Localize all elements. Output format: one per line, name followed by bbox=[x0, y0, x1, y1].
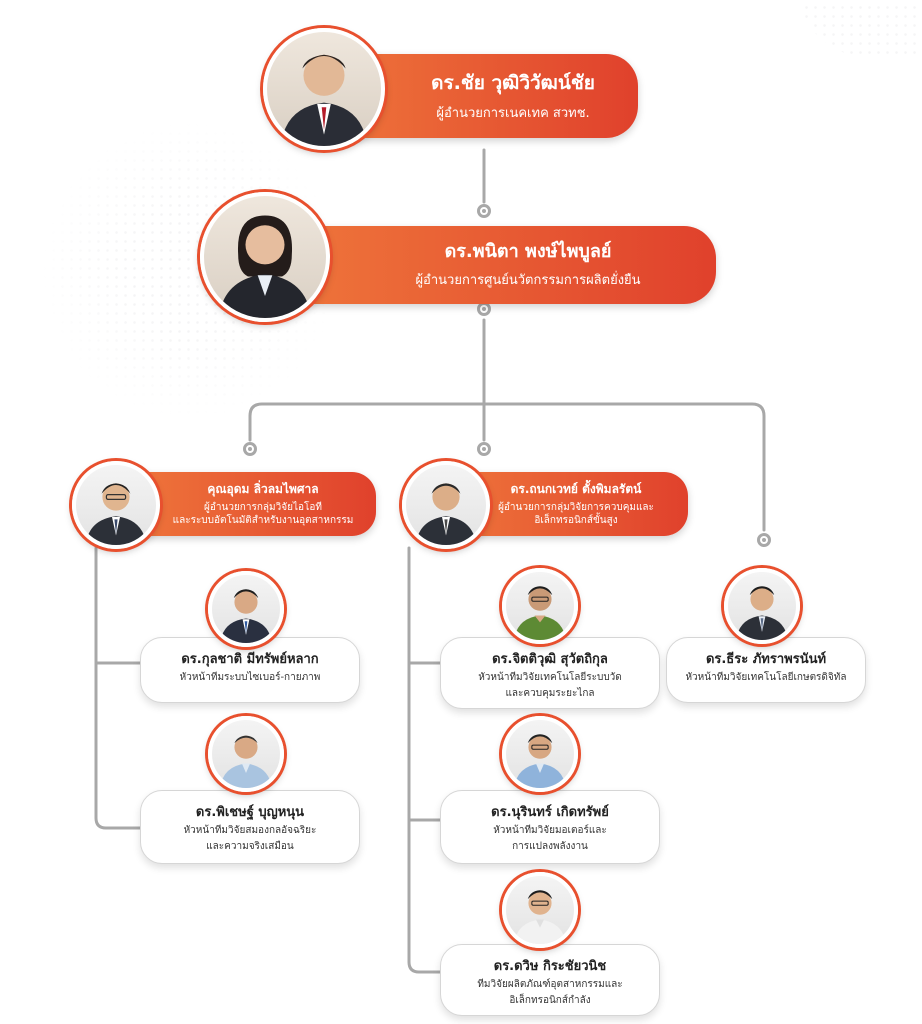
man-portrait-icon bbox=[280, 54, 368, 146]
man-portrait-icon bbox=[85, 483, 147, 545]
member-card: ดร.นุรินทร์ เกิดทรัพย์ หัวหน้าทีมวิจัยมอ… bbox=[440, 790, 660, 864]
member-card: ดร.ดวิษ กิระชัยวนิช ทีมวิจัยผลิตภัณฑ์อุต… bbox=[440, 944, 660, 1016]
member-name: ดร.ธีระ ภัทราพรนันท์ bbox=[705, 652, 827, 667]
connector-node bbox=[477, 204, 491, 218]
group2-head-position-line2: อิเล็กทรอนิกส์ขั้นสูง bbox=[534, 515, 618, 526]
member-card: ดร.จิตติวุฒิ สุวัตถิกุล หัวหน้าทีมวิจัยเ… bbox=[440, 637, 660, 709]
member-position-line2: อิเล็กทรอนิกส์กำลัง bbox=[509, 995, 591, 1006]
connector-node bbox=[757, 533, 771, 547]
group2-head-name: ดร.ถนกเวทย์ ตั้งพิมลรัตน์ bbox=[510, 482, 642, 496]
center-director-position: ผู้อำนวยการศูนย์นวัตกรรมการผลิตยั่งยืน bbox=[415, 273, 641, 288]
member-name: ดร.พิเชษฐ์ บุญหนุน bbox=[195, 805, 305, 820]
connector-node bbox=[477, 302, 491, 316]
connector-group2-rail bbox=[407, 546, 442, 974]
woman-portrait-icon bbox=[218, 215, 312, 318]
director-name: ดร.ชัย วุฒิวิวัฒน์ชัย bbox=[431, 72, 595, 94]
member-photo bbox=[724, 568, 800, 644]
director-photo bbox=[263, 28, 385, 150]
connector-branch-bar bbox=[248, 402, 766, 532]
group2-head-position-line1: ผู้อำนวยการกลุ่มวิจัยการควบคุมและ bbox=[498, 502, 654, 513]
member-card: ดร.ธีระ ภัทราพรนันท์ หัวหน้าทีมวิจัยเทคโ… bbox=[666, 637, 866, 703]
connector-node bbox=[243, 442, 257, 456]
group2-head-photo bbox=[402, 461, 490, 549]
group1-head-position-line1: ผู้อำนวยการกลุ่มวิจัยไอโอที bbox=[204, 502, 322, 513]
man-portrait-icon bbox=[220, 735, 272, 788]
connector-node bbox=[477, 442, 491, 456]
man-portrait-icon bbox=[415, 483, 477, 545]
member-position-line1: หัวหน้าทีมวิจัยเทคโนโลยีเกษตรดิจิทัล bbox=[685, 672, 847, 683]
man-portrait-icon bbox=[514, 890, 566, 944]
member-position-line1: หัวหน้าทีมวิจัยสมองกลอัจฉริยะ bbox=[183, 825, 317, 836]
member-name: ดร.กุลชาติ มีทรัพย์หลาก bbox=[181, 652, 319, 667]
member-name: ดร.จิตติวุฒิ สุวัตถิกุล bbox=[492, 652, 608, 667]
group1-head-position-line2: และระบบอัตโนมัติสำหรับงานอุตสาหกรรม bbox=[172, 515, 354, 526]
member-photo bbox=[208, 716, 284, 792]
group1-head-photo bbox=[72, 461, 160, 549]
man-portrait-icon bbox=[514, 586, 566, 640]
member-card: ดร.กุลชาติ มีทรัพย์หลาก หัวหน้าทีมระบบไซ… bbox=[140, 637, 360, 703]
member-photo bbox=[502, 716, 578, 792]
member-photo bbox=[502, 872, 578, 948]
member-position-line2: และความจริงเสมือน bbox=[206, 841, 294, 852]
man-portrait-icon bbox=[514, 734, 566, 788]
member-position-line1: ทีมวิจัยผลิตภัณฑ์อุตสาหกรรมและ bbox=[477, 979, 623, 990]
man-portrait-icon bbox=[736, 586, 788, 640]
member-position-line1: หัวหน้าทีมวิจัยเทคโนโลยีระบบวัด bbox=[478, 672, 622, 683]
member-photo bbox=[502, 568, 578, 644]
center-director-name: ดร.พนิตา พงษ์ไพบูลย์ bbox=[444, 241, 612, 262]
center-director-photo bbox=[200, 192, 330, 322]
member-photo bbox=[208, 571, 284, 647]
director-position: ผู้อำนวยการเนคเทค สวทช. bbox=[436, 106, 590, 121]
member-position-line2: การแปลงพลังงาน bbox=[512, 841, 588, 852]
member-position-line1: หัวหน้าทีมวิจัยมอเตอร์และ bbox=[493, 825, 607, 836]
member-name: ดร.ดวิษ กิระชัยวนิช bbox=[493, 959, 607, 974]
center-director-box: ดร.พนิตา พงษ์ไพบูลย์ ผู้อำนวยการศูนย์นวั… bbox=[250, 226, 716, 304]
member-name: ดร.นุรินทร์ เกิดทรัพย์ bbox=[491, 805, 609, 820]
member-position-line2: และควบคุมระยะไกล bbox=[505, 688, 595, 699]
group1-head-name: คุณอุดม ลิ่วลมไพศาล bbox=[207, 482, 319, 496]
member-card: ดร.พิเชษฐ์ บุญหนุน หัวหน้าทีมวิจัยสมองกล… bbox=[140, 790, 360, 864]
man-portrait-icon bbox=[220, 589, 272, 643]
member-position-line1: หัวหน้าทีมระบบไซเบอร์-กายภาพ bbox=[179, 672, 321, 683]
connector-group1-rail bbox=[94, 546, 142, 830]
